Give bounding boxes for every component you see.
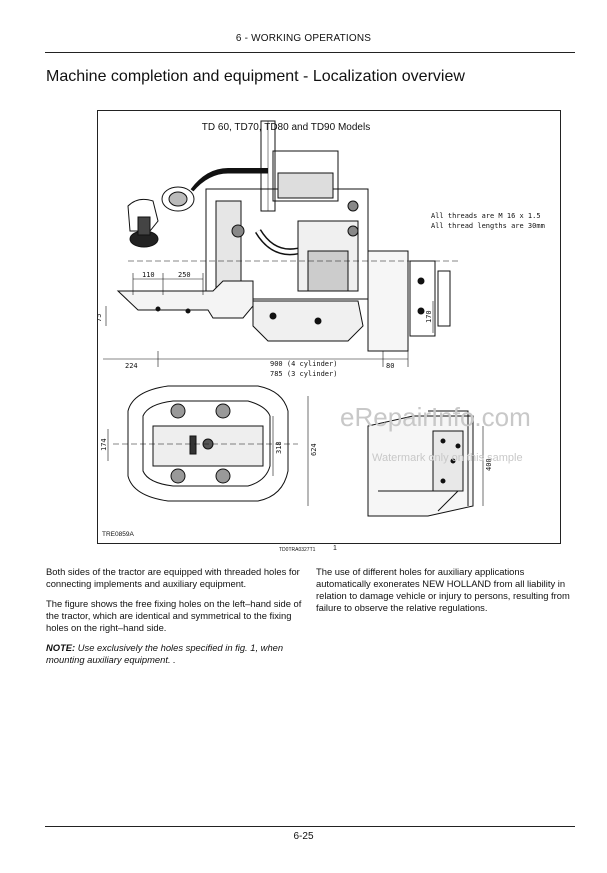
dim-250: 250: [178, 271, 191, 279]
dim-785: 785 (3 cylinder): [270, 370, 337, 378]
page-title: Machine completion and equipment - Local…: [46, 68, 465, 85]
note-paragraph: NOTE: Use exclusively the holes specifie…: [46, 642, 308, 666]
thread-note-line2: All thread lengths are 30mm: [431, 222, 545, 230]
dim-170: 170: [425, 310, 433, 323]
tractor-diagram: TD 60, TD70, TD80 and TD90 Models All th…: [98, 120, 545, 538]
dim-174: 174: [100, 438, 108, 451]
dim-400: 400: [485, 458, 493, 471]
page-number: 6-25: [293, 831, 314, 842]
dim-624: 624: [310, 443, 318, 456]
note-text: Use exclusively the holes specified in f…: [46, 642, 284, 665]
dim-224: 224: [125, 362, 138, 370]
side-view: [116, 120, 458, 352]
body-left-column: Both sides of the tractor are equipped w…: [46, 566, 308, 674]
dim-110: 110: [142, 271, 155, 279]
top-view: [113, 385, 298, 502]
figure-caption: TD 60, TD70, TD80 and TD90 Models: [202, 122, 370, 133]
figure-number: 1: [333, 545, 337, 552]
footer-rule: [45, 826, 575, 827]
section-header: 6 - WORKING OPERATIONS: [235, 33, 372, 44]
body-paragraph: The figure shows the free fixing holes o…: [46, 598, 302, 633]
figure-frame: TD 60, TD70, TD80 and TD90 Models All th…: [97, 110, 561, 544]
watermark-sample: Watermark only on this sample: [372, 452, 523, 464]
header-rule: [45, 52, 575, 53]
note-label: NOTE:: [46, 642, 76, 653]
rear-detail-view: [367, 410, 474, 517]
top-dimension-lines: [107, 396, 309, 506]
figure-ref-left: TRE0859A: [102, 531, 134, 538]
body-paragraph: Both sides of the tractor are equipped w…: [46, 566, 300, 589]
dim-900: 900 (4 cylinder): [270, 360, 337, 368]
side-dimension-lines: [103, 273, 434, 367]
dim-318: 318: [275, 441, 283, 454]
dim-75: 75: [98, 314, 103, 322]
figure-ref-code: TD0TRA0327T1: [279, 547, 316, 553]
thread-note-line1: All threads are M 16 x 1.5: [431, 212, 541, 220]
watermark-site: eRepairInfo.com: [340, 402, 531, 432]
body-right-column: The use of different holes for auxiliary…: [316, 566, 576, 622]
body-paragraph: The use of different holes for auxiliary…: [316, 566, 570, 613]
dim-80: 80: [386, 362, 394, 370]
